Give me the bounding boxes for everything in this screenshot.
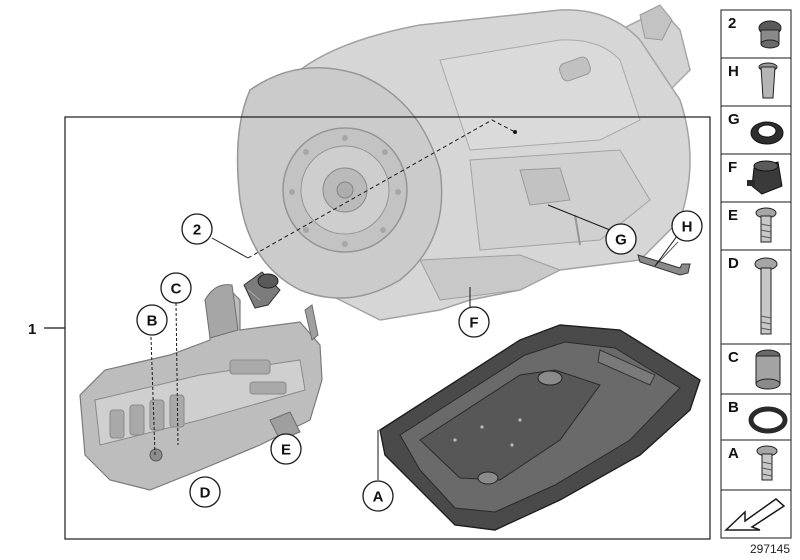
bolt-short-icon: [755, 207, 777, 243]
callout-b[interactable]: B: [136, 304, 168, 336]
sleeve-icon: [758, 62, 778, 99]
seal-ring-icon: [750, 121, 784, 145]
legend-item-h-letter: H: [728, 63, 739, 80]
bushing-icon: [755, 349, 781, 390]
callout-h-label: H: [682, 219, 693, 236]
transmission-illustration: [236, 4, 691, 321]
legend-item-2-letter: 2: [728, 15, 736, 32]
parts-legend: 2 H G F: [720, 9, 792, 539]
bolt-long-icon: [754, 257, 778, 335]
leader-lines: [150, 119, 681, 480]
legend-item-b-letter: B: [728, 399, 739, 416]
legend-item-a-letter: A: [728, 445, 739, 462]
legend-item-c-letter: C: [728, 349, 739, 366]
reference-number: 297145: [750, 542, 790, 556]
oil-pan-illustration: [379, 324, 701, 531]
legend-item-f-letter: F: [728, 159, 737, 176]
legend-item-c[interactable]: C: [720, 343, 792, 395]
legend-item-b[interactable]: B: [720, 393, 792, 441]
o-ring-icon: [748, 406, 788, 434]
legend-item-2[interactable]: 2: [720, 9, 792, 59]
legend-item-e[interactable]: E: [720, 201, 792, 251]
legend-item-f[interactable]: F: [720, 153, 792, 203]
callout-a[interactable]: A: [362, 480, 394, 512]
legend-item-a[interactable]: A: [720, 439, 792, 491]
bolt-small-icon: [756, 445, 778, 481]
valve-body-illustration: [79, 284, 323, 491]
sleeve-part: [637, 241, 691, 276]
callout-e[interactable]: E: [270, 433, 302, 465]
callout-b-label: B: [147, 313, 158, 330]
legend-item-d-letter: D: [728, 255, 739, 272]
callout-2[interactable]: 2: [181, 213, 213, 245]
callout-2-label: 2: [193, 222, 201, 239]
legend-item-e-letter: E: [728, 207, 738, 224]
callout-d-label: D: [200, 485, 211, 502]
callout-f[interactable]: F: [458, 306, 490, 338]
callout-h[interactable]: H: [671, 210, 703, 242]
arrow-icon: [724, 498, 786, 531]
callout-c[interactable]: C: [160, 272, 192, 304]
callout-g[interactable]: G: [605, 223, 637, 255]
callout-f-label: F: [469, 315, 478, 332]
connector-icon: [747, 160, 783, 195]
plug-part: [243, 271, 281, 309]
main-label: 1: [28, 321, 36, 338]
callout-g-label: G: [615, 232, 627, 249]
plug-icon: [758, 20, 782, 49]
legend-item-h[interactable]: H: [720, 57, 792, 107]
callout-c-label: C: [171, 281, 182, 298]
legend-item-g[interactable]: G: [720, 105, 792, 155]
legend-footer: [720, 489, 792, 539]
legend-item-d[interactable]: D: [720, 249, 792, 345]
locator-dot: [513, 130, 517, 134]
callout-d[interactable]: D: [189, 476, 221, 508]
legend-item-g-letter: G: [728, 111, 740, 128]
callout-e-label: E: [281, 442, 291, 459]
callout-a-label: A: [373, 489, 384, 506]
